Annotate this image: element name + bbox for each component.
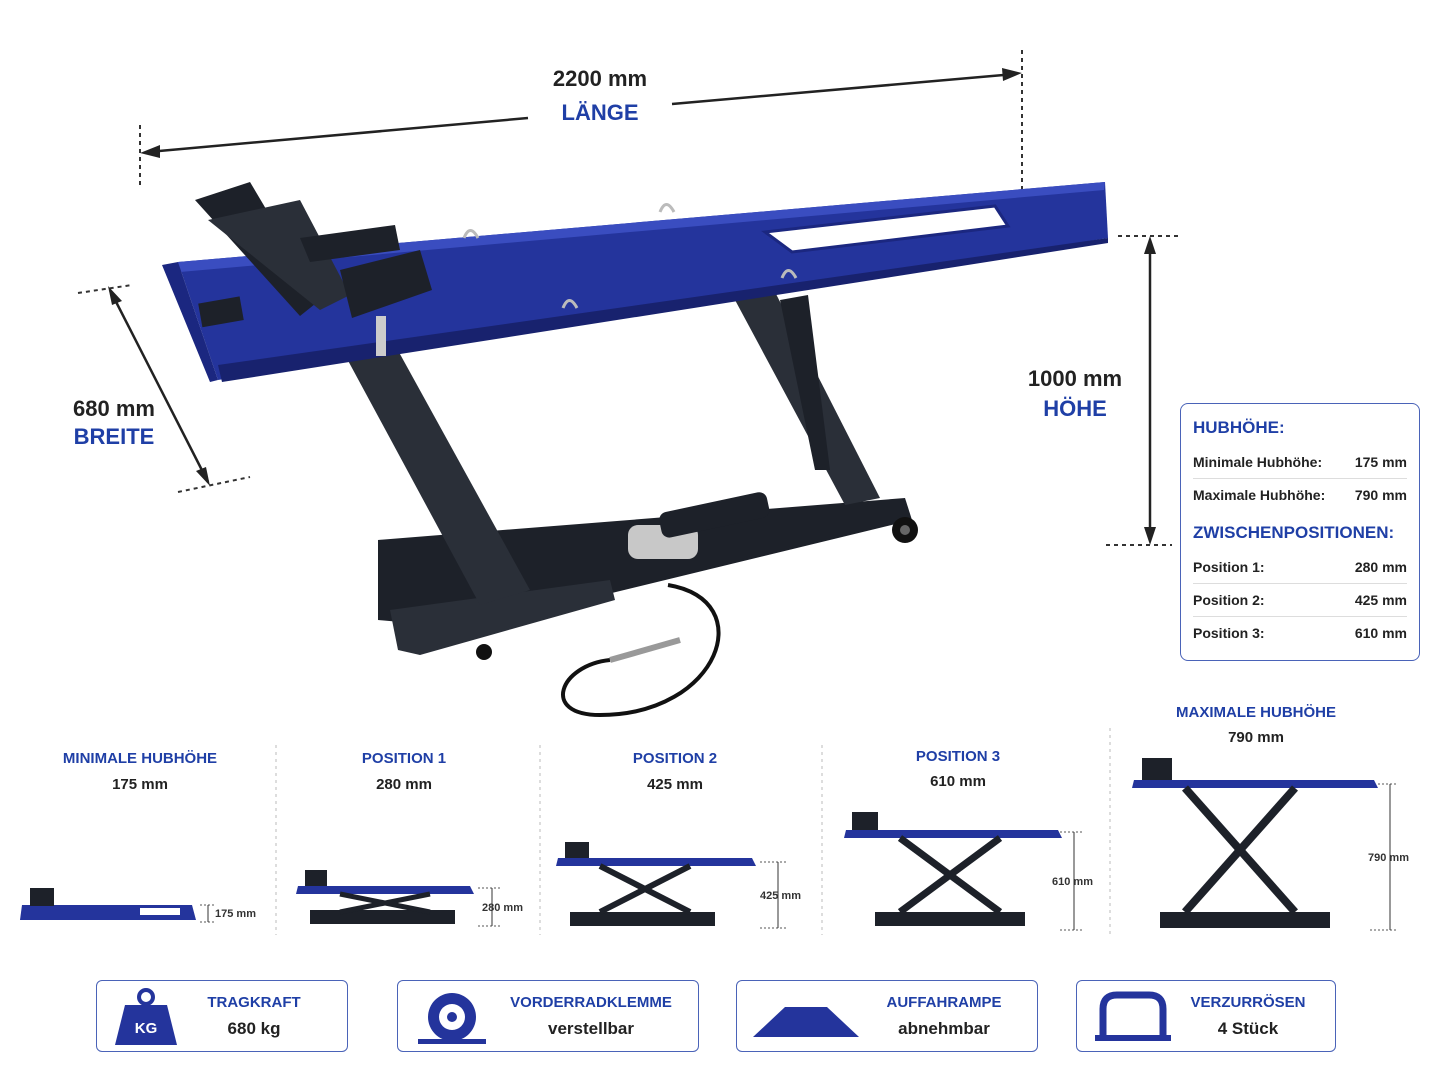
min-lift-row: Minimale Hubhöhe: 175 mm	[1193, 446, 1407, 479]
position-value: 610 mm	[1354, 625, 1407, 641]
stage-title: POSITION 2	[632, 750, 718, 767]
stage-title: MINIMALE HUBHÖHE	[62, 750, 218, 767]
min-lift-label: Minimale Hubhöhe:	[1193, 454, 1323, 470]
lift-height-heading: HUBHÖHE:	[1193, 418, 1285, 437]
max-lift-row: Maximale Hubhöhe: 790 mm	[1193, 479, 1407, 511]
lift-height-spec-box: HUBHÖHE: Minimale Hubhöhe: 175 mm Maxima…	[1180, 403, 1420, 661]
position-value: 425 mm	[1354, 592, 1407, 608]
feature-title: AUFFAHRAMPE	[886, 994, 1002, 1011]
max-lift-label: Maximale Hubhöhe:	[1193, 487, 1326, 503]
width-value: 680 mm	[73, 396, 155, 421]
stage-dim: 280 mm	[482, 902, 523, 914]
stage-value: 175 mm	[112, 776, 168, 793]
stage-title: POSITION 1	[361, 750, 447, 767]
stage-title: MAXIMALE HUBHÖHE	[1176, 704, 1336, 721]
feature-value: 4 Stück	[1217, 1019, 1279, 1038]
min-lift-value: 175 mm	[1354, 454, 1407, 470]
stage-value: 790 mm	[1228, 729, 1284, 746]
feature-title: VORDERRADKLEMME	[510, 994, 672, 1011]
position-row: Position 2: 425 mm	[1193, 584, 1407, 617]
position-value: 280 mm	[1354, 559, 1407, 575]
feature-card: VORDERRADKLEMME verstellbar	[397, 980, 699, 1052]
position-label: Position 2:	[1193, 592, 1265, 608]
feature-value: 680 kg	[227, 1019, 281, 1038]
feature-title: TRAGKRAFT	[207, 994, 301, 1011]
positions-heading: ZWISCHENPOSITIONEN:	[1193, 523, 1395, 542]
weight-icon-text: KG	[135, 1020, 158, 1037]
wheel-clamp-icon	[418, 993, 486, 1044]
length-label: LÄNGE	[561, 100, 639, 125]
position-label: Position 3:	[1193, 625, 1265, 641]
stage-dim: 175 mm	[215, 908, 256, 920]
feature-card: AUFFAHRAMPE abnehmbar	[736, 980, 1038, 1052]
ramp-icon	[753, 1007, 859, 1037]
feature-value: verstellbar	[548, 1019, 634, 1038]
feature-title: VERZURRÖSEN	[1190, 994, 1306, 1011]
stage-dim: 790 mm	[1368, 852, 1409, 864]
tie-down-icon	[1095, 991, 1171, 1041]
length-value: 2200 mm	[552, 66, 648, 91]
width-label: BREITE	[73, 424, 155, 449]
feature-value: abnehmbar	[898, 1019, 990, 1038]
stage-value: 280 mm	[376, 776, 432, 793]
position-label: Position 1:	[1193, 559, 1265, 575]
stage-value: 610 mm	[930, 773, 986, 790]
height-label: HÖHE	[1043, 396, 1107, 421]
weight-icon: KG	[115, 988, 177, 1045]
feature-card: VERZURRÖSEN 4 Stück	[1076, 980, 1336, 1052]
stage-dim: 425 mm	[760, 890, 801, 902]
height-value: 1000 mm	[1027, 366, 1123, 391]
position-row: Position 1: 280 mm	[1193, 551, 1407, 584]
stage-title: POSITION 3	[915, 748, 1001, 765]
feature-card: KG TRAGKRAFT 680 kg	[96, 980, 348, 1052]
stage-value: 425 mm	[647, 776, 703, 793]
max-lift-value: 790 mm	[1354, 487, 1407, 503]
position-row: Position 3: 610 mm	[1193, 617, 1407, 649]
stage-dim: 610 mm	[1052, 876, 1093, 888]
